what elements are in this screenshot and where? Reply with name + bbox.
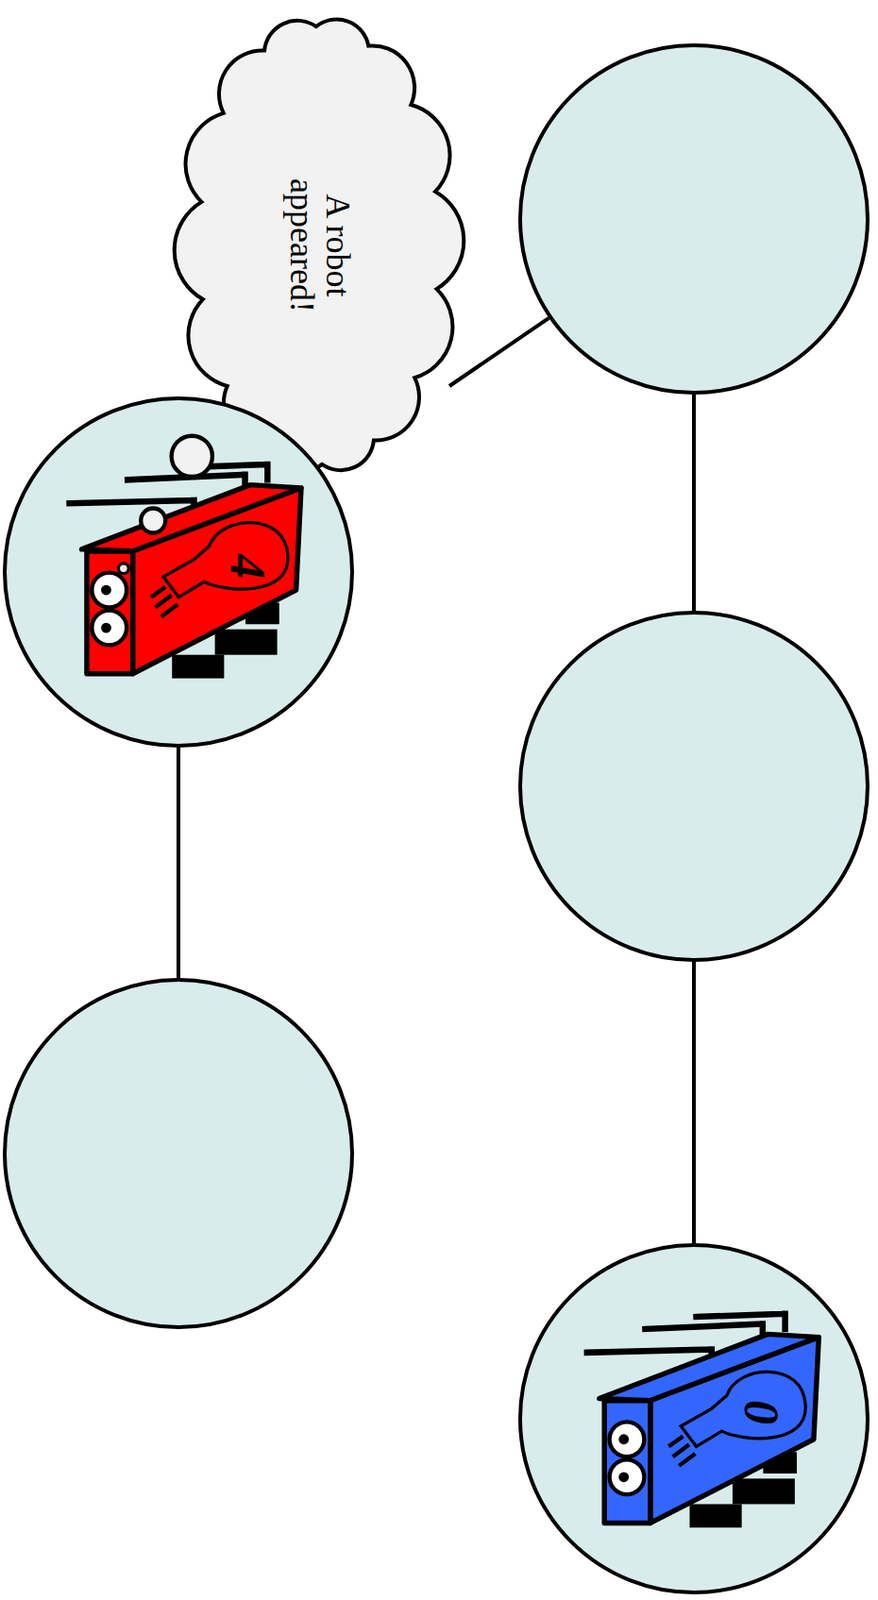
- node-outline: [2, 396, 355, 748]
- red-robot: [69, 436, 302, 677]
- graph-vertex: [2, 978, 355, 1330]
- circle-outline: [4, 398, 353, 746]
- node-outline: [518, 43, 870, 395]
- edge-line: [692, 394, 696, 611]
- graph-vertex: [518, 1243, 870, 1595]
- edge-line: [692, 962, 696, 1244]
- blue-robot: [587, 1314, 819, 1527]
- edge-line: [176, 747, 181, 979]
- node-outline: [2, 978, 355, 1330]
- circle-outline: [4, 979, 353, 1328]
- node-outline: [518, 610, 870, 963]
- graph-vertex: [518, 43, 870, 395]
- edge-line: [449, 318, 549, 387]
- graph-vertex: [518, 610, 870, 963]
- circle-outline: [520, 1245, 868, 1593]
- node-outline: [518, 1243, 870, 1595]
- graph-vertex: [2, 396, 355, 748]
- cloud-text: A robot appeared!: [283, 136, 355, 355]
- robot-number: 0: [735, 1400, 788, 1425]
- robot-number: 4: [221, 554, 274, 579]
- circle-outline: [520, 612, 868, 961]
- circle-outline: [520, 45, 868, 393]
